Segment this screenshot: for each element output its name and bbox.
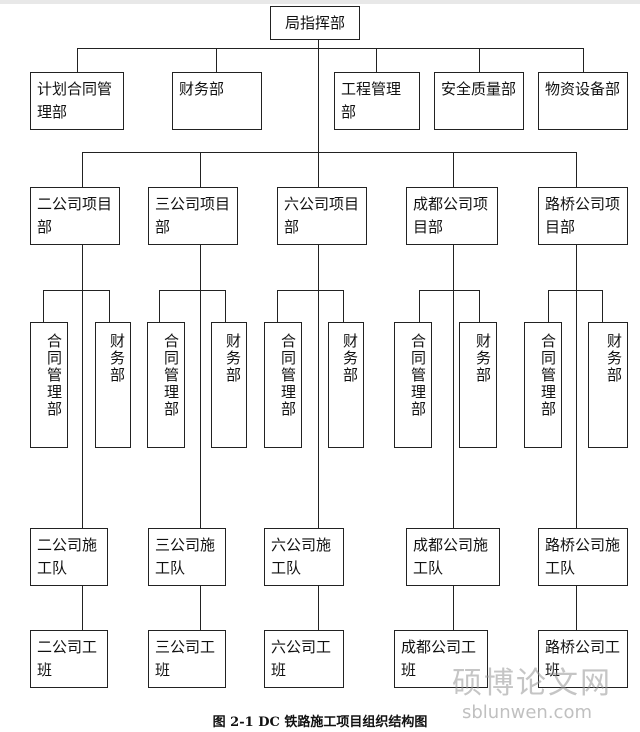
figure-caption: 图 2-1 DC 铁路施工项目组织结构图 xyxy=(212,715,428,730)
connector xyxy=(343,290,345,322)
connector xyxy=(419,290,421,322)
connector xyxy=(318,586,320,630)
connector xyxy=(376,48,378,72)
connector xyxy=(479,48,481,72)
connector xyxy=(77,48,583,50)
connector xyxy=(200,245,202,528)
node-contract-dept: 合同管理部 xyxy=(147,322,185,448)
node-root: 局指挥部 xyxy=(270,6,360,40)
connector xyxy=(77,48,79,72)
connector xyxy=(602,290,604,322)
node-work-squad: 二公司工班 xyxy=(30,630,108,688)
node-finance-dept: 财务部 xyxy=(588,322,628,448)
node-department: 计划合同管理部 xyxy=(30,72,124,130)
connector xyxy=(548,290,602,292)
connector xyxy=(277,290,343,292)
node-project-dept: 路桥公司项目部 xyxy=(538,187,628,245)
connector xyxy=(576,245,578,528)
connector xyxy=(82,586,84,630)
node-work-squad: 六公司工班 xyxy=(264,630,344,688)
connector xyxy=(318,40,320,152)
node-department: 财务部 xyxy=(172,72,262,130)
node-finance-dept: 财务部 xyxy=(459,322,497,448)
connector xyxy=(318,152,320,187)
node-contract-dept: 合同管理部 xyxy=(394,322,432,448)
node-project-dept: 六公司项目部 xyxy=(277,187,367,245)
node-work-squad: 路桥公司工班 xyxy=(538,630,628,688)
connector xyxy=(82,152,576,154)
node-project-dept: 二公司项目部 xyxy=(30,187,120,245)
connector xyxy=(159,290,225,292)
connector xyxy=(277,290,279,322)
node-work-squad: 三公司工班 xyxy=(148,630,226,688)
node-project-dept: 三公司项目部 xyxy=(148,187,238,245)
connector xyxy=(43,290,45,322)
connector xyxy=(453,152,455,187)
connector xyxy=(43,290,109,292)
connector xyxy=(576,152,578,187)
node-construction-team: 成都公司施工队 xyxy=(406,528,500,586)
connector xyxy=(583,48,585,72)
node-work-squad: 成都公司工班 xyxy=(394,630,488,688)
connector xyxy=(159,290,161,322)
connector xyxy=(200,586,202,630)
connector xyxy=(216,48,218,72)
node-construction-team: 路桥公司施工队 xyxy=(538,528,628,586)
connector xyxy=(318,245,320,528)
connector xyxy=(548,290,550,322)
watermark-url: sblunwen.com xyxy=(462,702,592,723)
node-contract-dept: 合同管理部 xyxy=(264,322,302,448)
node-contract-dept: 合同管理部 xyxy=(524,322,562,448)
node-department: 安全质量部 xyxy=(434,72,524,130)
node-finance-dept: 财务部 xyxy=(328,322,364,448)
connector xyxy=(453,586,455,630)
window-top-strip xyxy=(0,0,640,4)
connector xyxy=(453,245,455,528)
node-department: 物资设备部 xyxy=(538,72,628,130)
node-construction-team: 三公司施工队 xyxy=(148,528,226,586)
connector xyxy=(82,152,84,187)
connector xyxy=(109,290,111,322)
node-construction-team: 二公司施工队 xyxy=(30,528,108,586)
connector xyxy=(419,290,479,292)
connector xyxy=(479,290,481,322)
connector xyxy=(225,290,227,322)
connector xyxy=(576,586,578,630)
watermark-logo-text: 硕博论文网 xyxy=(452,666,612,701)
node-department: 工程管理部 xyxy=(334,72,420,130)
node-project-dept: 成都公司项目部 xyxy=(406,187,498,245)
connector xyxy=(200,152,202,187)
node-finance-dept: 财务部 xyxy=(95,322,131,448)
node-finance-dept: 财务部 xyxy=(211,322,247,448)
connector xyxy=(82,245,84,528)
node-contract-dept: 合同管理部 xyxy=(30,322,68,448)
node-construction-team: 六公司施工队 xyxy=(264,528,344,586)
